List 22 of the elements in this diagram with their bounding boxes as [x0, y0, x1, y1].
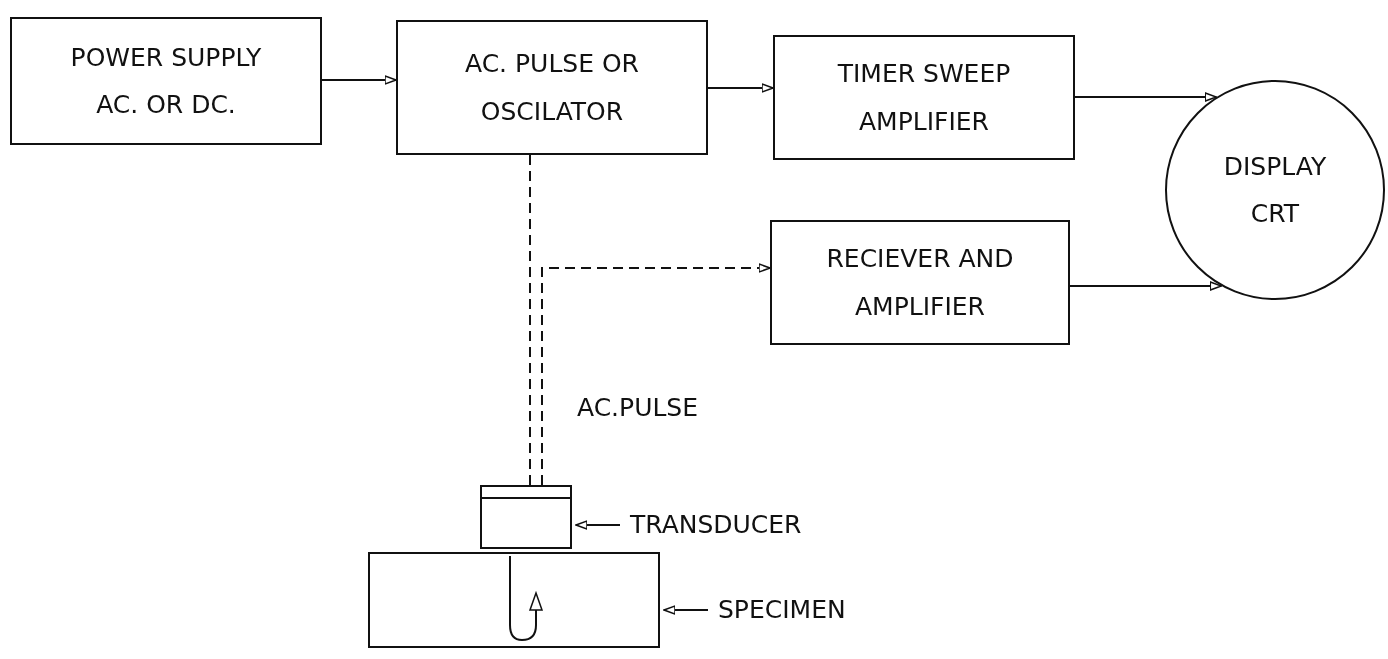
- process-box: [10, 17, 322, 145]
- node-label: AC. PULSE OR OSCILATOR: [464, 48, 640, 128]
- node-label: DISPLAY CRT: [1222, 150, 1328, 230]
- node-label: RECIEVER AND AMPLIFIER: [825, 243, 1015, 323]
- process-box: [396, 20, 708, 155]
- arrow: [321, 75, 397, 85]
- arrow: [1074, 92, 1218, 102]
- arrow: [707, 83, 774, 93]
- leader-line: [575, 520, 621, 530]
- leader-line: [663, 605, 709, 615]
- arrow: [1069, 281, 1223, 291]
- node-label: TIMER SWEEP AMPLIFIER: [836, 58, 1012, 138]
- part-label: SPECIMEN: [708, 592, 868, 628]
- arrow: [541, 263, 771, 486]
- transducer-block: [480, 485, 572, 549]
- process-box: [770, 220, 1070, 345]
- node-label: POWER SUPPLY AC. OR DC.: [69, 41, 263, 121]
- signal-label: AC.PULSE: [577, 393, 699, 422]
- display-circle: [1165, 80, 1385, 300]
- process-box: [773, 35, 1075, 160]
- specimen-block: [368, 552, 660, 648]
- part-label: TRANSDUCER: [620, 507, 800, 543]
